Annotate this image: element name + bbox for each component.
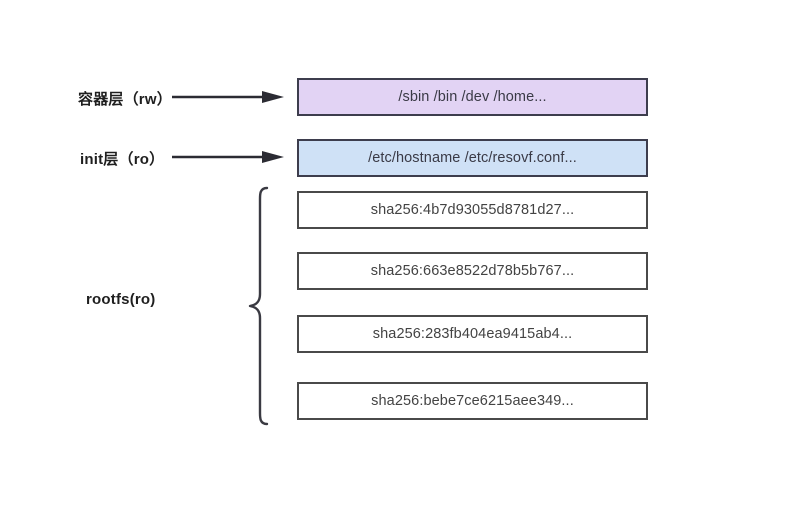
layer-box-rootfs-4[interactable]: sha256:bebe7ce6215aee349... [297,382,648,420]
layer-text: /etc/hostname /etc/resovf.conf... [368,150,577,166]
layer-text: sha256:bebe7ce6215aee349... [371,393,574,409]
layer-box-rootfs-3[interactable]: sha256:283fb404ea9415ab4... [297,315,648,353]
layer-text: /sbin /bin /dev /home... [398,89,547,105]
init-layer-label: init层（ro） [80,151,165,168]
rootfs-label: rootfs(ro) [86,291,156,308]
arrow-right-icon [172,91,284,103]
layer-text: sha256:283fb404ea9415ab4... [372,326,573,342]
curly-brace-icon [248,186,269,426]
layer-box-rootfs-2[interactable]: sha256:663e8522d78b5b767... [297,252,648,290]
layer-box-rootfs-1[interactable]: sha256:4b7d93055d8781d27... [297,191,648,229]
arrow-right-icon [172,151,284,163]
layer-text: sha256:4b7d93055d8781d27... [370,202,575,218]
layer-box-init-layer[interactable]: /etc/hostname /etc/resovf.conf... [297,139,648,177]
layer-text: sha256:663e8522d78b5b767... [370,263,575,279]
layer-box-container-layer[interactable]: /sbin /bin /dev /home... [297,78,648,116]
container-layer-label: 容器层（rw） [78,91,172,108]
